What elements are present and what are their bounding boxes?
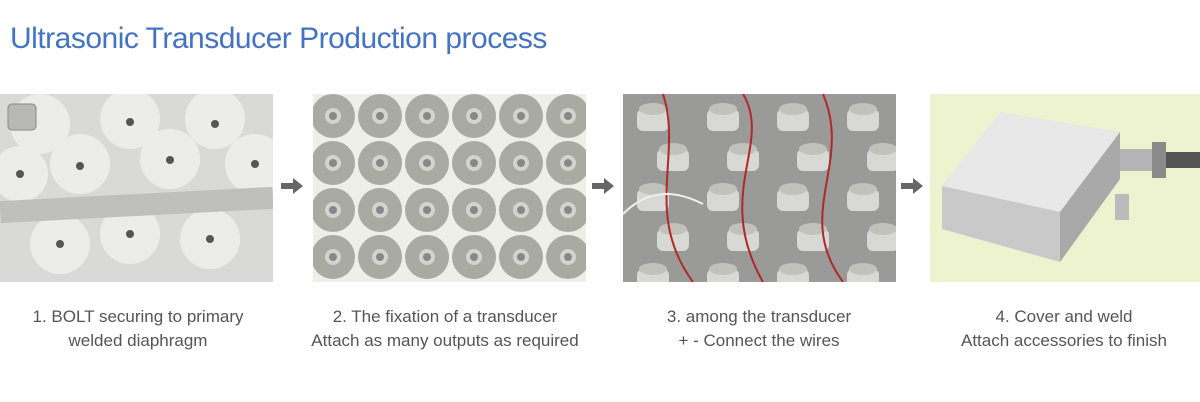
step-4-image bbox=[930, 94, 1200, 282]
step-4-line2: Attach accessories to finish bbox=[961, 331, 1167, 350]
step-4-line1: 4. Cover and weld bbox=[995, 307, 1133, 326]
page-title: Ultrasonic Transducer Production process bbox=[10, 22, 547, 55]
arrow-right-icon bbox=[901, 178, 923, 194]
step-1-line1: 1. BOLT securing to primary bbox=[32, 307, 244, 326]
step-3-line1: 3. among the transducer bbox=[666, 307, 852, 326]
step-2-image bbox=[313, 94, 586, 282]
arrow-right-icon bbox=[281, 178, 303, 194]
step-1-line2: welded diaphragm bbox=[68, 331, 208, 350]
step-1-caption: 1. BOLT securing to primary welded diaphr… bbox=[0, 305, 288, 353]
step-1-image bbox=[0, 94, 273, 282]
arrow-right-icon bbox=[592, 178, 614, 194]
step-2-line2: Attach as many outputs as required bbox=[311, 331, 579, 350]
step-3-caption: 3. among the transducer + - Connect the w… bbox=[609, 305, 909, 353]
step-2-line1: 2. The fixation of a transducer bbox=[332, 307, 558, 326]
step-3-image bbox=[623, 94, 896, 282]
step-3-line2: + - Connect the wires bbox=[678, 331, 840, 350]
